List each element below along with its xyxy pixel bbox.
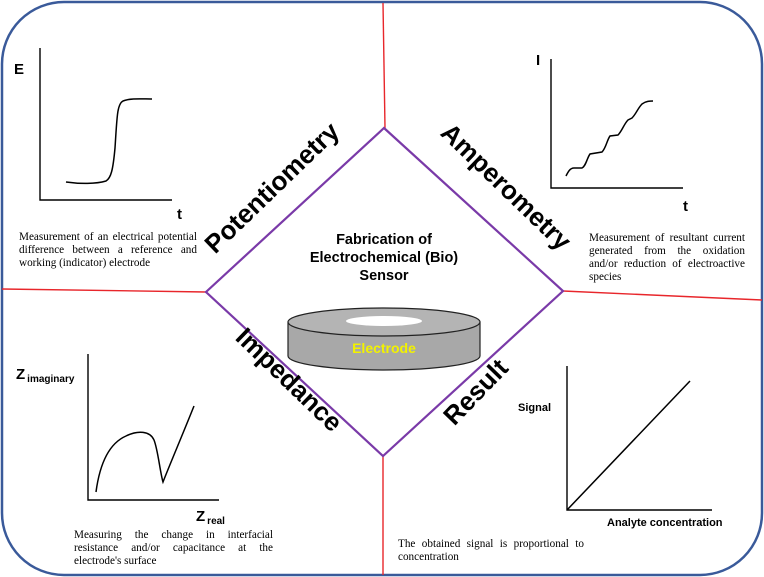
electrode-cylinder — [287, 307, 481, 371]
result-line — [566, 380, 691, 511]
result-y-label: Signal — [518, 402, 551, 414]
electrode-surface — [346, 316, 422, 326]
amperometry-y-label: I — [536, 52, 540, 69]
electrode-label: Electrode — [352, 340, 416, 356]
potentiometry-axes — [39, 48, 172, 201]
result-x-label: Analyte concentration — [607, 517, 723, 529]
center-title-line-3: Sensor — [359, 268, 409, 284]
potentiometry-plot: E t — [14, 48, 182, 223]
divider-left — [1, 288, 207, 293]
potentiometry-curve — [65, 98, 153, 185]
amperometry-plot: I t — [536, 52, 688, 215]
center-title-line-1: Fabrication of — [336, 232, 432, 248]
center-diamond — [204, 126, 565, 458]
amperometry-curve — [565, 100, 654, 177]
result-axes — [566, 366, 712, 511]
impedance-description: Measuring the change in interfacial resi… — [74, 529, 273, 567]
result-plot: Signal Analyte concentration — [518, 366, 723, 529]
potentiometry-y-label: E — [14, 61, 24, 78]
amperometry-description: Measurement of resultant current generat… — [589, 232, 745, 283]
potentiometry-x-label: t — [177, 206, 182, 223]
amperometry-x-label: t — [683, 198, 688, 215]
center-title-line-2: Electrochemical (Bio) — [310, 250, 458, 266]
result-description: The obtained signal is proportional to c… — [398, 538, 584, 563]
impedance-axes — [87, 354, 219, 501]
divider-top — [382, 2, 386, 129]
impedance-curve — [95, 405, 195, 493]
amperometry-axes — [550, 59, 683, 189]
potentiometry-description: Measurement of an electrical potential d… — [19, 231, 197, 269]
divider-right — [562, 290, 763, 301]
